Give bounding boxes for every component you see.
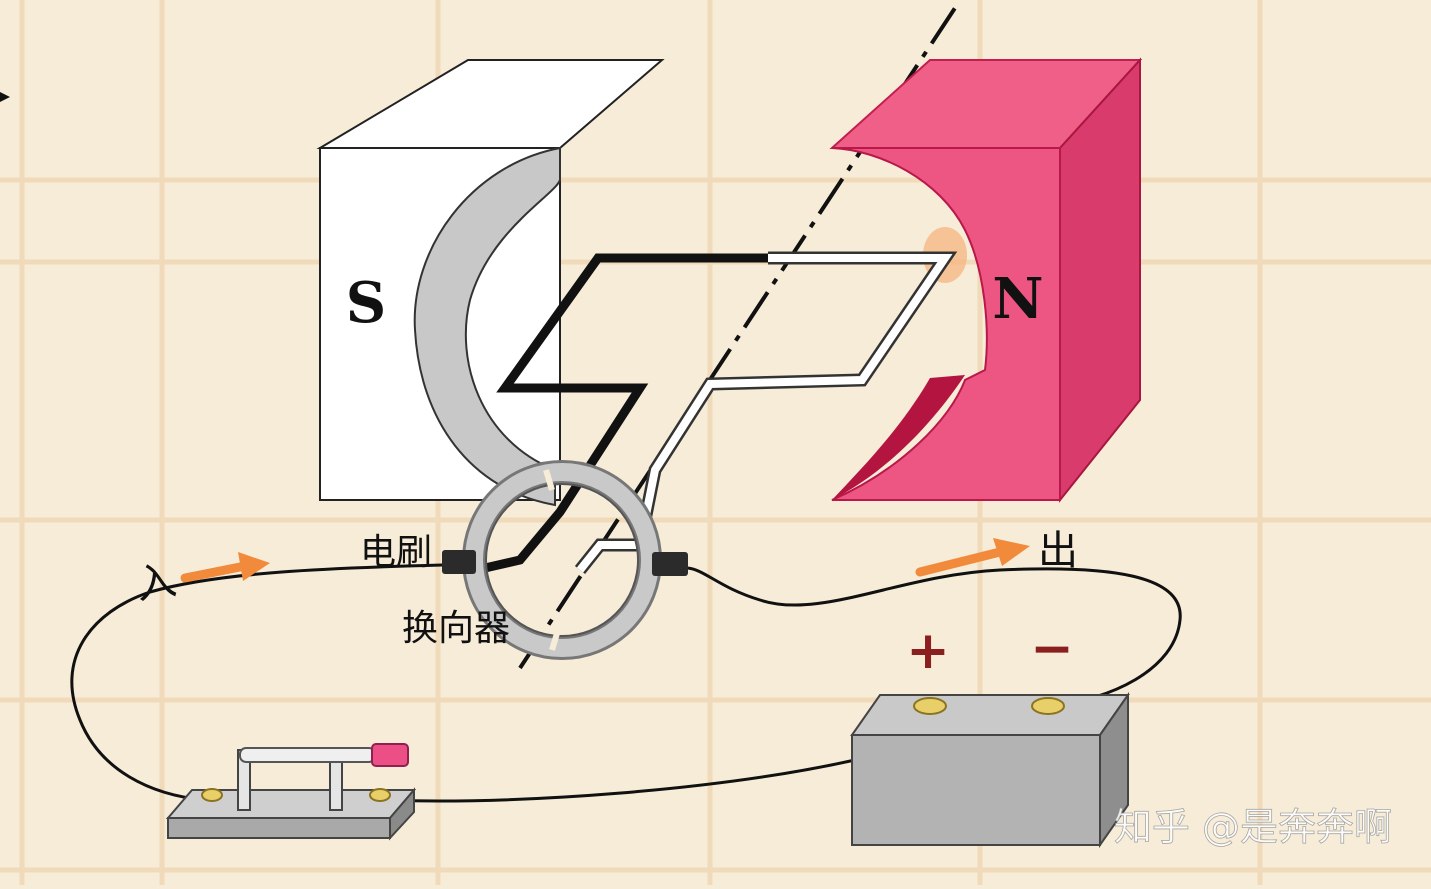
switch-handle <box>371 743 409 767</box>
negative-terminal <box>1031 697 1065 715</box>
battery-plus-label: + <box>906 621 950 681</box>
positive-terminal <box>913 697 947 715</box>
brush-label: 电刷 <box>360 532 432 573</box>
arrow-right-icon <box>915 538 1030 577</box>
south-magnet <box>316 59 665 507</box>
north-magnet <box>829 57 1143 503</box>
battery-minus-label: − <box>1030 619 1074 679</box>
watermark: 知乎 @是奔奔啊 <box>1114 805 1392 849</box>
right-brush <box>652 552 688 576</box>
knife-switch <box>165 743 417 841</box>
arrow-right-icon <box>180 552 270 583</box>
rotation-axis <box>518 6 957 670</box>
circuit-wire <box>70 563 1182 803</box>
battery <box>850 691 1130 849</box>
coil-white-side <box>574 251 958 575</box>
north-pole-label: N <box>992 266 1043 332</box>
commutator-label: 换向器 <box>402 608 510 649</box>
south-pole-label: S <box>346 270 386 336</box>
left-brush <box>442 550 476 574</box>
coil-black-side <box>483 253 768 573</box>
current-in-label: 入 <box>133 558 179 609</box>
current-out-label: 出 <box>1038 528 1078 574</box>
edge-mark <box>0 92 10 102</box>
